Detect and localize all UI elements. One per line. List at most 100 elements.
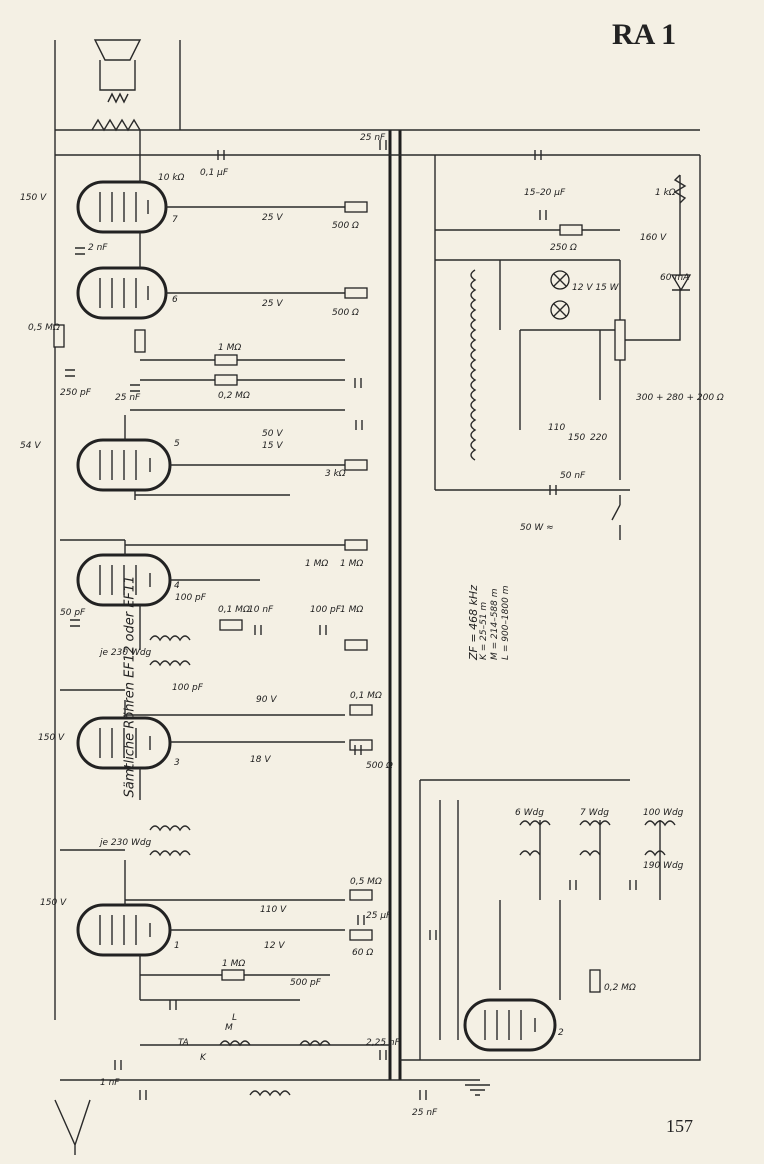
right-rail	[400, 155, 701, 1061]
label-diode: 60 mA	[660, 273, 689, 283]
label-c2n: 2 nF	[88, 243, 108, 253]
label-c25nb: 25 nF	[412, 1108, 438, 1118]
label-c01: 0,1 µF	[200, 168, 229, 178]
label-110v: 110 V	[260, 905, 287, 915]
model-title: RA 1	[612, 18, 677, 51]
label-150: 150	[568, 433, 585, 443]
tube-1-number: 1	[174, 941, 180, 951]
if-transformer-2	[149, 825, 191, 857]
label-r500a: 500 Ω	[332, 221, 359, 231]
psu-rail	[434, 155, 630, 491]
label-25v-b: 25 V	[262, 299, 283, 309]
label-160v: 160 V	[640, 233, 667, 243]
label-c250p: 250 pF	[60, 388, 92, 398]
tube-6-number: 6	[172, 295, 178, 305]
label-r02b: 0,2 MΩ	[604, 983, 636, 993]
tube-leads	[124, 130, 141, 1000]
label-mains: 50 W ≈	[520, 523, 554, 533]
label-c25top: 25 nF	[360, 133, 386, 143]
label-c1n: 1 nF	[100, 1078, 120, 1088]
label-r250: 250 Ω	[550, 243, 577, 253]
label-12v: 12 V	[264, 941, 285, 951]
label-r1mc: 1 MΩ	[340, 559, 363, 569]
resistor-60	[349, 929, 373, 941]
label-r500b: 500 Ω	[332, 308, 359, 318]
ground-icon	[465, 1084, 490, 1096]
label-c100pb: 100 pF	[310, 605, 342, 615]
diode-icon	[670, 274, 692, 292]
label-c50p: 50 pF	[60, 608, 86, 618]
page-number: 157	[666, 1116, 693, 1136]
label-c225n: 2,25 nF	[366, 1038, 401, 1048]
top-rails	[55, 129, 700, 156]
label-50v: 50 V	[262, 429, 283, 439]
label-sw-m: M	[225, 1023, 233, 1033]
label-150v-a: 150 V	[20, 193, 47, 203]
resistor-01-b	[349, 704, 373, 716]
label-r01a: 0,1 MΩ	[218, 605, 250, 615]
psu-wires	[435, 175, 681, 480]
resistor-3k	[344, 459, 368, 471]
resistor-02m	[214, 374, 238, 386]
label-r1mb: 1 MΩ	[305, 559, 328, 569]
label-w1: 6 Wdg	[515, 808, 544, 818]
resistor-500-b	[344, 287, 368, 299]
tube-4: 4	[76, 553, 180, 607]
label-c25n: 25 nF	[115, 393, 141, 403]
label-w3: 100 Wdg	[643, 808, 684, 818]
tube-7-number: 7	[172, 215, 178, 225]
label-r05m: 0,5 MΩ	[28, 323, 60, 333]
resistor-05-b	[349, 889, 373, 901]
label-150v-c: 150 V	[40, 898, 67, 908]
label-sw-l: L	[232, 1013, 237, 1023]
label-150v-b: 150 V	[38, 733, 65, 743]
label-r3k: 3 kΩ	[325, 469, 346, 479]
label-c1520: 15–20 µF	[524, 188, 566, 198]
power-transformer	[470, 269, 477, 461]
tube-2: 2	[463, 998, 564, 1052]
rf-section-wires	[439, 800, 661, 1040]
label-220: 220	[590, 433, 607, 443]
resistor-1m-e	[221, 969, 245, 981]
resistor-taps	[614, 319, 626, 361]
resistor-10k	[134, 329, 146, 353]
label-c100pa: 100 pF	[175, 593, 207, 603]
resistor-1m-d	[344, 639, 368, 651]
label-r02m: 0,2 MΩ	[218, 391, 250, 401]
label-18v: 18 V	[250, 755, 271, 765]
label-r1ma: 1 MΩ	[218, 343, 241, 353]
tube-2-number: 2	[558, 1028, 564, 1038]
input-coils	[219, 1040, 331, 1097]
left-rail	[54, 40, 181, 1020]
label-c100pc: 100 pF	[172, 683, 204, 693]
label-c25u: 25 µF	[366, 911, 392, 921]
resistor-500-a	[344, 201, 368, 213]
label-taps: 300 + 280 + 200 Ω	[636, 393, 724, 403]
lamp-icon	[550, 270, 570, 320]
label-c50n: 50 nF	[560, 471, 586, 481]
tube-3-number: 3	[174, 758, 180, 768]
tube-4-number: 4	[174, 581, 180, 591]
resistor-05m	[53, 324, 65, 348]
resistor-1m-a	[214, 354, 238, 366]
if-transformer-1	[149, 635, 191, 667]
capacitor-group	[65, 140, 637, 1100]
label-lamp: 12 V 15 W	[572, 283, 620, 293]
label-r60: 60 Ω	[352, 948, 373, 958]
rf-rail	[419, 779, 630, 1060]
label-r500c: 500 Ω	[366, 761, 393, 771]
label-w2: 7 Wdg	[580, 808, 609, 818]
label-r1md: 1 MΩ	[340, 605, 363, 615]
label-25v-a: 25 V	[262, 213, 283, 223]
label-15v: 15 V	[262, 441, 283, 451]
resistor-01-a	[219, 619, 243, 631]
antenna-icon	[54, 1099, 91, 1155]
resistor-1k	[673, 174, 687, 204]
label-coil1: je 230 Wdg	[98, 648, 152, 658]
oscillator-coils	[519, 820, 676, 857]
resistor-02-b	[589, 969, 601, 993]
resistor-250	[559, 224, 583, 236]
tube-3: 3	[76, 716, 180, 770]
label-coil2: je 230 Wdg	[98, 838, 152, 848]
